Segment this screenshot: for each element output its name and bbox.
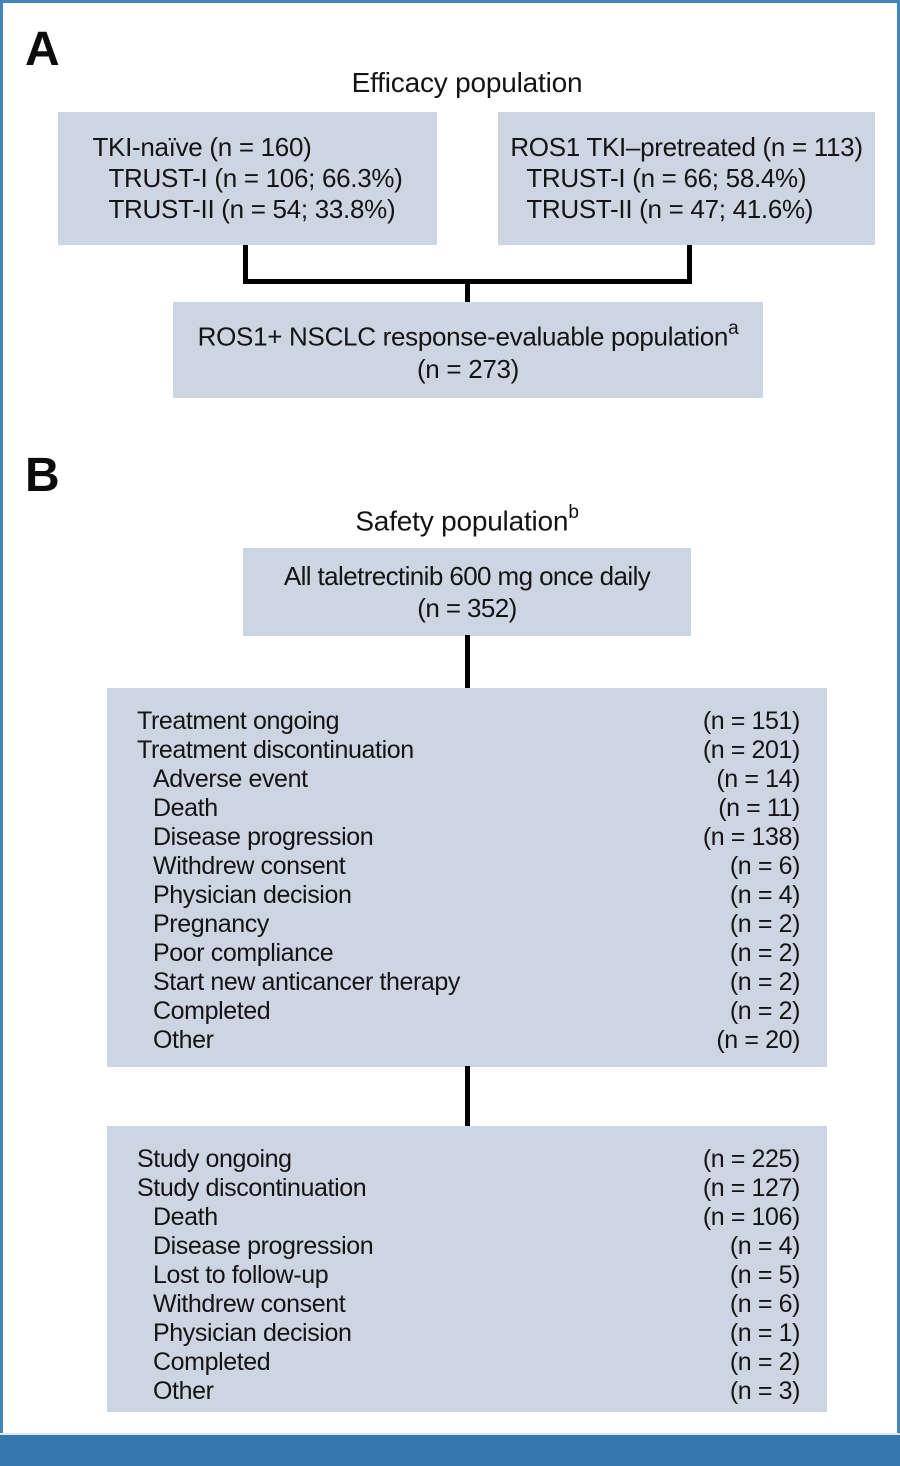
box-text-line: TRUST-II (n = 47; 41.6%) xyxy=(526,194,814,224)
disposition-row: Treatment ongoing (n = 151) xyxy=(137,707,800,736)
disposition-row-label: Start new anticancer therapy xyxy=(153,968,461,996)
disposition-row-count: (n = 6) xyxy=(729,1290,801,1318)
disposition-row: Start new anticancer therapy (n = 2) xyxy=(137,968,800,997)
disposition-row-label: Death xyxy=(153,1203,218,1231)
disposition-row-label: Other xyxy=(153,1026,214,1054)
disposition-row-label: Completed xyxy=(153,1348,271,1376)
disposition-row: Completed (n = 2) xyxy=(137,1348,800,1377)
disposition-row: Withdrew consent (n = 6) xyxy=(137,852,800,881)
disposition-row: Disease progression (n = 4) xyxy=(137,1232,800,1261)
disposition-row-count: (n = 4) xyxy=(729,881,801,909)
disposition-row: Other (n = 20) xyxy=(137,1026,800,1055)
disposition-row-label: Lost to follow-up xyxy=(153,1261,329,1289)
disposition-row-label: Physician decision xyxy=(153,881,352,909)
response-evaluable-count: (n = 273) xyxy=(416,353,520,384)
disposition-row: Completed (n = 2) xyxy=(137,997,800,1026)
treatment-disposition-box: Treatment ongoing(n = 151)Treatment disc… xyxy=(107,688,827,1067)
panel-b-title: Safety populationb xyxy=(167,498,767,538)
connector-treatment-to-study xyxy=(465,1066,470,1127)
box-text-line: TRUST-II (n = 54; 33.8%) xyxy=(108,194,396,224)
panel-a-label: A xyxy=(25,23,60,76)
disposition-row: Physician decision (n = 4) xyxy=(137,881,800,910)
panel-b-title-text: Safety population xyxy=(355,505,569,537)
disposition-row-label: Physician decision xyxy=(153,1319,352,1347)
connector-right-vertical xyxy=(687,245,692,284)
disposition-row-count: (n = 225) xyxy=(702,1145,801,1173)
footnote-superscript-b: b xyxy=(568,502,579,523)
disposition-row: Disease progression (n = 138) xyxy=(137,823,800,852)
disposition-row-count: (n = 106) xyxy=(702,1203,801,1231)
connector-left-vertical xyxy=(243,245,248,284)
disposition-row-count: (n = 2) xyxy=(729,1348,801,1376)
disposition-row-label: Pregnancy xyxy=(153,910,269,938)
disposition-row-count: (n = 201) xyxy=(702,736,801,764)
all-taletrectinib-count: (n = 352) xyxy=(417,593,517,623)
disposition-row-label: Withdrew consent xyxy=(153,852,346,880)
connector-middle-stub xyxy=(465,283,470,303)
disposition-row-label: Disease progression xyxy=(153,1232,374,1260)
disposition-row: Adverse event (n = 14) xyxy=(137,765,800,794)
disposition-row-label: Study discontinuation xyxy=(137,1174,367,1202)
disposition-row-label: Withdrew consent xyxy=(153,1290,346,1318)
disposition-row-count: (n = 11) xyxy=(718,794,800,822)
disposition-row: Physician decision (n = 1) xyxy=(137,1319,800,1348)
panel-a-title: Efficacy population xyxy=(351,67,583,98)
disposition-row-label: Adverse event xyxy=(153,765,308,793)
disposition-row: Poor compliance (n = 2) xyxy=(137,939,800,968)
disposition-row-count: (n = 4) xyxy=(729,1232,801,1260)
connector-horizontal xyxy=(243,279,692,284)
panel-b-label: B xyxy=(25,449,60,502)
disposition-row-label: Other xyxy=(153,1377,214,1405)
disposition-row-count: (n = 14) xyxy=(716,765,800,793)
box-text-line: TRUST-I (n = 66; 58.4%) xyxy=(526,163,807,193)
disposition-row: Study discontinuation (n = 127) xyxy=(137,1174,800,1203)
study-disposition-box: Study ongoing(n = 225)Study discontinuat… xyxy=(107,1126,827,1412)
disposition-row-count: (n = 3) xyxy=(729,1377,801,1405)
ros1-tki-pretreated-box: ROS1 TKI–pretreated (n = 113)TRUST-I (n … xyxy=(498,112,875,245)
disposition-row-count: (n = 127) xyxy=(702,1174,801,1202)
disposition-row-count: (n = 151) xyxy=(702,707,801,735)
disposition-row-count: (n = 138) xyxy=(702,823,801,851)
disposition-row-count: (n = 2) xyxy=(729,939,801,967)
disposition-row-count: (n = 2) xyxy=(729,997,801,1025)
connector-safety-to-treatment xyxy=(465,635,470,689)
response-evaluable-box: ROS1+ NSCLC response-evaluable populatio… xyxy=(173,302,763,398)
response-evaluable-line1: ROS1+ NSCLC response-evaluable populatio… xyxy=(198,315,739,353)
all-taletrectinib-box: All taletrectinib 600 mg once daily (n =… xyxy=(243,548,691,636)
disposition-row: Death (n = 11) xyxy=(137,794,800,823)
disposition-row-label: Death xyxy=(153,794,218,822)
box-text-line: TRUST-I (n = 106; 66.3%) xyxy=(108,163,403,193)
box-text-line: TKI-naïve (n = 160) xyxy=(92,132,312,162)
disposition-row: Pregnancy (n = 2) xyxy=(137,910,800,939)
disposition-row-label: Treatment ongoing xyxy=(137,707,340,735)
disposition-row-count: (n = 2) xyxy=(729,910,801,938)
disposition-row-count: (n = 1) xyxy=(729,1319,801,1347)
disposition-row-label: Treatment discontinuation xyxy=(137,736,414,764)
tki-naive-box: TKI-naïve (n = 160)TRUST-I (n = 106; 66.… xyxy=(58,112,437,245)
disposition-row-label: Poor compliance xyxy=(153,939,334,967)
all-taletrectinib-line1: All taletrectinib 600 mg once daily xyxy=(283,561,651,591)
disposition-row: Treatment discontinuation (n = 201) xyxy=(137,736,800,765)
disposition-row-count: (n = 5) xyxy=(729,1261,801,1289)
disposition-row: Other (n = 3) xyxy=(137,1377,800,1406)
disposition-row: Death (n = 106) xyxy=(137,1203,800,1232)
box-text-line: ROS1 TKI–pretreated (n = 113) xyxy=(510,132,863,162)
disposition-row-count: (n = 2) xyxy=(729,968,801,996)
disposition-row-label: Completed xyxy=(153,997,271,1025)
tki-naive-box-text: TKI-naïve (n = 160)TRUST-I (n = 106; 66.… xyxy=(92,132,402,225)
disposition-row: Study ongoing (n = 225) xyxy=(137,1145,800,1174)
disposition-row-count: (n = 6) xyxy=(729,852,801,880)
disposition-row-count: (n = 20) xyxy=(716,1026,800,1054)
disposition-row: Lost to follow-up (n = 5) xyxy=(137,1261,800,1290)
disposition-row-label: Disease progression xyxy=(153,823,374,851)
figure-bottom-bar xyxy=(0,1433,900,1466)
footnote-superscript-a: a xyxy=(728,318,739,340)
disposition-row-label: Study ongoing xyxy=(137,1145,292,1173)
ros1-tki-pretreated-box-text: ROS1 TKI–pretreated (n = 113)TRUST-I (n … xyxy=(510,132,863,225)
disposition-row: Withdrew consent (n = 6) xyxy=(137,1290,800,1319)
response-evaluable-text: ROS1+ NSCLC response-evaluable populatio… xyxy=(197,321,729,352)
